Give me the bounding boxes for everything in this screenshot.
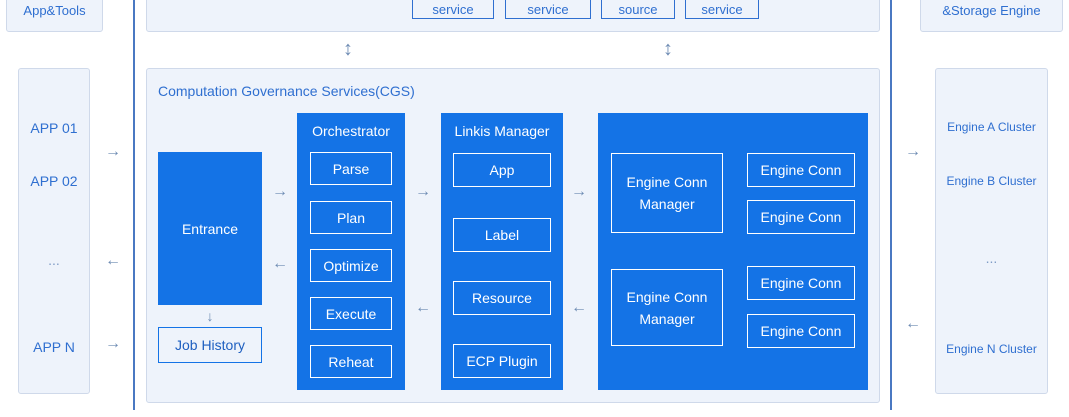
top-right-label: &Storage Engine: [942, 3, 1041, 18]
ec-3: Engine Conn: [747, 266, 855, 300]
separator-right: [890, 0, 892, 410]
manager-resource: Resource: [453, 281, 551, 315]
top-box-1: service: [412, 0, 494, 19]
ecm-2-label: Engine Conn Manager: [626, 288, 708, 327]
updown-arrow-2: ↕: [663, 38, 673, 60]
separator-left: [133, 0, 135, 410]
manager-label: Label: [453, 218, 551, 252]
manager-app: App: [453, 153, 551, 187]
top-box-2: service: [505, 0, 591, 19]
arrow-orch-to-entrance: ←: [272, 255, 288, 272]
arrow-cgs-to-engine-cluster: →: [905, 143, 921, 160]
manager-ecp-plugin: ECP Plugin: [453, 344, 551, 378]
orch-parse: Parse: [310, 152, 392, 185]
engine-cluster-a: Engine A Cluster: [947, 120, 1036, 134]
arrow-engine-cluster-to-cgs: ←: [905, 315, 921, 332]
job-history-box: Job History: [158, 327, 262, 363]
ec-1: Engine Conn: [747, 153, 855, 187]
orch-plan: Plan: [310, 201, 392, 234]
engine-cluster-b: Engine B Cluster: [946, 174, 1037, 188]
app-item-1: APP 01: [30, 120, 78, 136]
linkis-manager-block: Linkis Manager App Label Resource ECP Pl…: [441, 113, 563, 390]
app-item-n: APP N: [33, 339, 75, 355]
ec-4: Engine Conn: [747, 314, 855, 348]
ecm-1-label: Engine Conn Manager: [626, 174, 708, 212]
arrow-entrance-down: ↓: [206, 308, 214, 324]
top-right-panel: &Storage Engine: [920, 0, 1063, 32]
arrow-manager-to-orch: ←: [415, 299, 431, 316]
ecm-1: Engine Conn Manager: [611, 153, 723, 233]
arrow-engine-to-manager: ←: [571, 299, 587, 316]
arrow-app-to-cgs-2: →: [105, 335, 121, 352]
arrow-cgs-to-app: ←: [105, 252, 121, 269]
right-engine-panel: Engine A Cluster Engine B Cluster ... En…: [935, 68, 1048, 394]
ec-2: Engine Conn: [747, 200, 855, 234]
orchestrator-title: Orchestrator: [312, 123, 390, 139]
app-item-2: APP 02: [30, 173, 78, 189]
ecm-2: Engine Conn Manager: [611, 269, 723, 346]
engine-block: Engine Conn Manager Engine Conn Engine C…: [598, 113, 868, 390]
top-left-panel: App&Tools: [6, 0, 103, 32]
arrow-entrance-to-orch: →: [272, 183, 288, 200]
orchestrator-block: Orchestrator Parse Plan Optimize Execute…: [297, 113, 405, 390]
engine-cluster-n: Engine N Cluster: [946, 342, 1037, 356]
top-box-3: source: [601, 0, 675, 19]
orch-optimize: Optimize: [310, 249, 392, 282]
updown-arrow-1: ↕: [343, 38, 353, 60]
arrow-manager-to-engine: →: [571, 183, 587, 200]
left-app-panel: APP 01 APP 02 ... APP N: [18, 68, 90, 394]
arrow-app-to-cgs-1: →: [105, 143, 121, 160]
orch-execute: Execute: [310, 297, 392, 330]
cgs-title: Computation Governance Services(CGS): [158, 83, 415, 99]
top-left-label: App&Tools: [23, 3, 86, 18]
entrance-block: Entrance: [158, 152, 262, 305]
engine-cluster-ellipsis: ...: [985, 250, 998, 266]
top-center-panel: service service source service: [146, 0, 880, 32]
arrow-orch-to-manager: →: [415, 183, 431, 200]
top-box-4: service: [685, 0, 759, 19]
manager-title: Linkis Manager: [454, 123, 550, 139]
entrance-label: Entrance: [181, 220, 239, 237]
app-item-ellipsis: ...: [48, 252, 60, 268]
orch-reheat: Reheat: [310, 345, 392, 378]
